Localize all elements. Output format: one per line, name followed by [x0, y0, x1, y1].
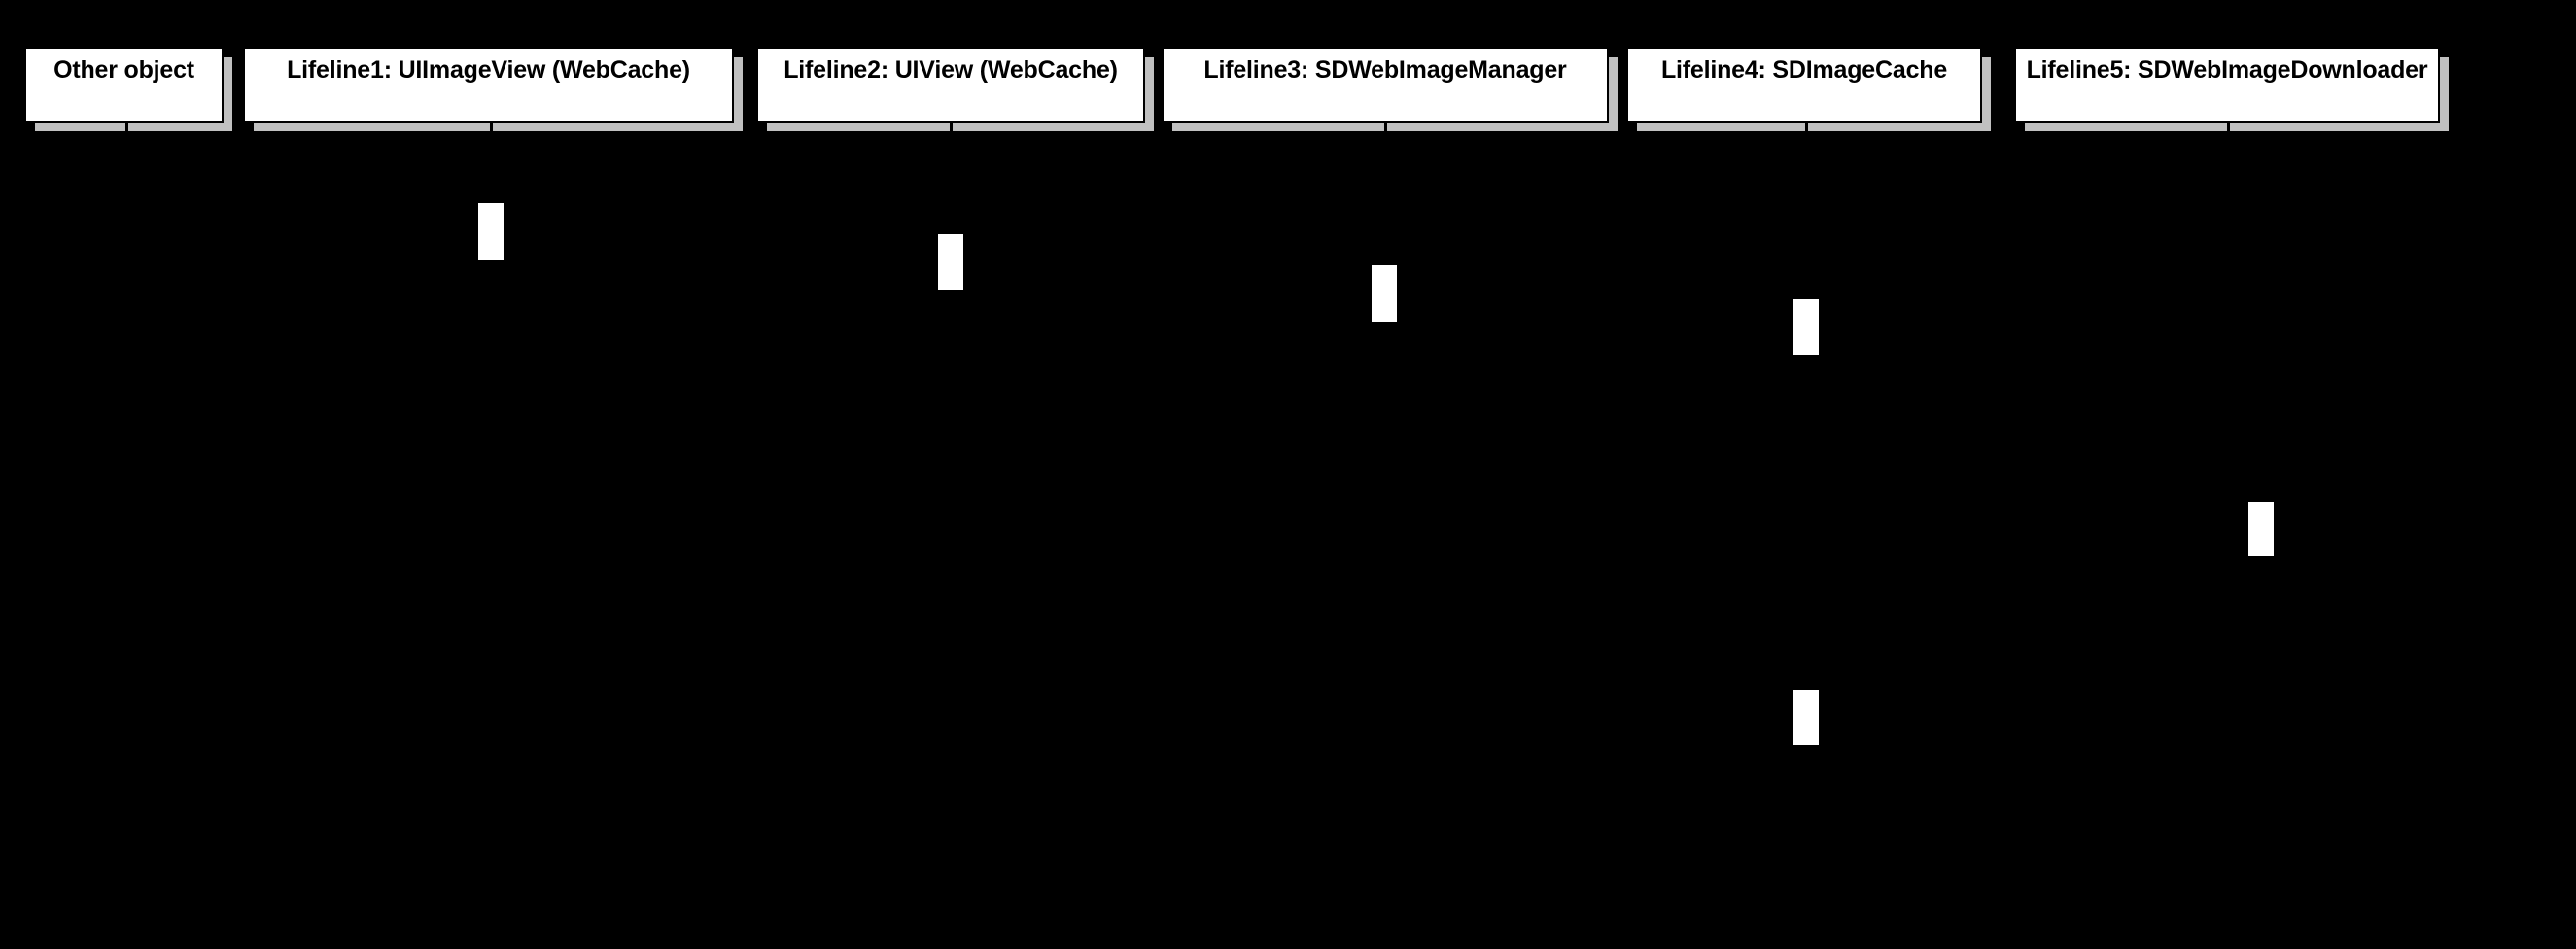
lifeline-head-box[interactable]: Lifeline1: UIImageView (WebCache) [243, 47, 734, 123]
lifeline-stem [490, 134, 492, 912]
activation-bar-lifeline4-lower[interactable] [1793, 690, 1819, 745]
lifeline-head-box[interactable]: Lifeline5: SDWebImageDownloader [2014, 47, 2440, 123]
lifeline-stem [950, 134, 952, 912]
lifeline-tick [1805, 123, 1808, 134]
activation-bar-lifeline4-upper[interactable] [1793, 299, 1819, 355]
message-arrow-4[interactable] [1397, 302, 1793, 304]
lifeline-tick [125, 123, 128, 134]
lifeline-stem [1384, 134, 1386, 912]
message-arrow-1[interactable] [126, 206, 478, 208]
lifeline-head-label: Lifeline5: SDWebImageDownloader [2026, 56, 2428, 84]
activation-bar-lifeline5[interactable] [2248, 502, 2274, 556]
lifeline-tick [950, 123, 953, 134]
message-arrow-5[interactable] [1819, 505, 2248, 507]
lifeline-head-box[interactable]: Other object [24, 47, 224, 123]
activation-bar-lifeline2[interactable] [938, 234, 963, 290]
lifeline-stem [2227, 134, 2229, 912]
lifeline-stem [125, 134, 127, 912]
lifeline-head-label: Lifeline2: UIView (WebCache) [783, 56, 1118, 84]
activation-bar-lifeline1[interactable] [478, 203, 504, 260]
activation-bar-lifeline3[interactable] [1372, 265, 1397, 322]
lifeline-tick [1384, 123, 1387, 134]
lifeline-head-label: Lifeline1: UIImageView (WebCache) [287, 56, 690, 84]
lifeline-head-label: Other object [53, 56, 194, 84]
lifeline-head-box[interactable]: Lifeline4: SDImageCache [1626, 47, 1982, 123]
message-arrow-3[interactable] [963, 268, 1372, 270]
lifeline-head-label: Lifeline4: SDImageCache [1660, 56, 1948, 84]
message-arrow-6[interactable] [1819, 693, 2248, 695]
lifeline-head-box[interactable]: Lifeline2: UIView (WebCache) [756, 47, 1145, 123]
lifeline-tick [2227, 123, 2230, 134]
lifeline-head-label: Lifeline3: SDWebImageManager [1203, 56, 1567, 84]
message-arrow-2[interactable] [504, 237, 938, 239]
lifeline-head-box[interactable]: Lifeline3: SDWebImageManager [1162, 47, 1609, 123]
lifeline-stem [1805, 134, 1807, 912]
lifeline-tick [490, 123, 493, 134]
